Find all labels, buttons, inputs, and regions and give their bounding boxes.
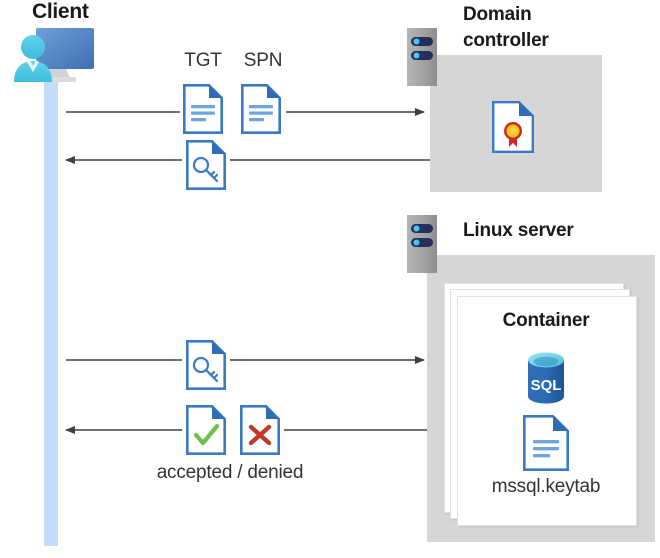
domain-controller-title-line1: Domain: [463, 4, 532, 25]
key-document-icon-ticket: [186, 140, 226, 190]
certificate-document-icon: [492, 101, 534, 153]
server-rack-icon-linux: [407, 215, 437, 273]
svg-text:SQL: SQL: [531, 377, 562, 394]
key-document-icon-present: [186, 340, 226, 390]
container-title: Container: [502, 310, 590, 331]
text-document-icon-keytab: [523, 415, 569, 471]
sql-database-icon: SQL: [528, 352, 564, 404]
domain-controller-title: Domain controller: [463, 2, 633, 54]
text-document-icon-spn: [241, 84, 281, 134]
domain-controller-title-line2: controller: [463, 30, 549, 51]
cross-document-icon-denied: [240, 405, 280, 455]
accepted-denied-label: accepted / denied: [156, 462, 304, 483]
container-card-front[interactable]: [457, 296, 637, 526]
client-lifeline: [44, 60, 58, 546]
user-monitor-icon: [14, 28, 94, 82]
server-rack-icon-dc: [407, 28, 437, 86]
spn-label: SPN: [243, 50, 283, 71]
checkmark-document-icon-accepted: [186, 405, 226, 455]
client-title: Client: [32, 0, 89, 23]
text-document-icon-tgt: [183, 84, 223, 134]
linux-server-title: Linux server: [463, 220, 574, 241]
tgt-label: TGT: [184, 50, 222, 71]
keytab-filename-label: mssql.keytab: [491, 476, 601, 497]
